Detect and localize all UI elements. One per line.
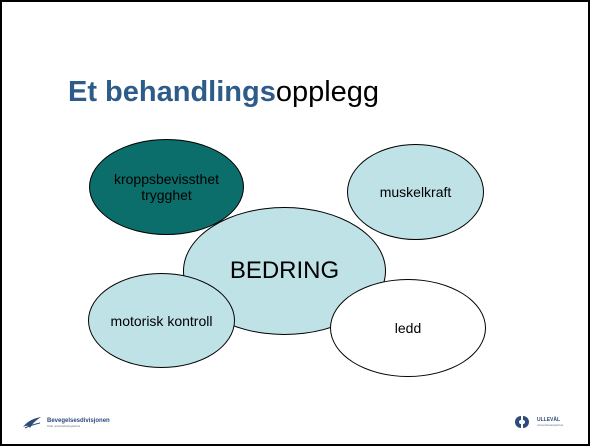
ellipse-kroppsbevissthet-line2: trygghet xyxy=(141,187,192,203)
footer-left-logo-sub: Oslo universitetssykehus xyxy=(47,423,81,428)
ellipse-motorisk-kontroll-label: motorisk kontroll xyxy=(110,312,213,329)
footer-left-logo-text: Bevegelsesdivisjonen xyxy=(47,417,110,424)
bird-swoosh-logo-icon xyxy=(23,417,41,429)
ellipse-ledd: ledd xyxy=(330,279,486,377)
footer-right-logo: ULLEVÅL universitetssykehus xyxy=(511,415,563,429)
slide-title: Et behandlingsopplegg xyxy=(68,76,379,109)
ellipse-muskelkraft-label: muskelkraft xyxy=(379,184,452,200)
ellipse-kroppsbevissthet-line1: kroppsbevissthet xyxy=(113,171,220,187)
ellipse-muskelkraft: muskelkraft xyxy=(347,144,484,240)
footer-left-logo-text-block: Bevegelsesdivisjonen Oslo universitetssy… xyxy=(47,418,110,428)
footer-right-logo-sub: universitetssykehus xyxy=(537,422,564,427)
footer-right-logo-text-block: ULLEVÅL universitetssykehus xyxy=(537,416,564,427)
slide-title-bold: Et behandlings xyxy=(68,76,276,108)
ellipse-motorisk-kontroll: motorisk kontroll xyxy=(88,273,235,368)
slide-title-rest: opplegg xyxy=(275,76,380,108)
ellipse-bedring-label: BEDRING xyxy=(229,257,340,284)
ellipse-ledd-label: ledd xyxy=(394,320,422,336)
footer-left-logo: Bevegelsesdivisjonen Oslo universitetssy… xyxy=(22,416,110,429)
footer-right-logo-text: ULLEVÅL xyxy=(537,416,561,423)
hospital-logo-icon xyxy=(515,416,529,428)
